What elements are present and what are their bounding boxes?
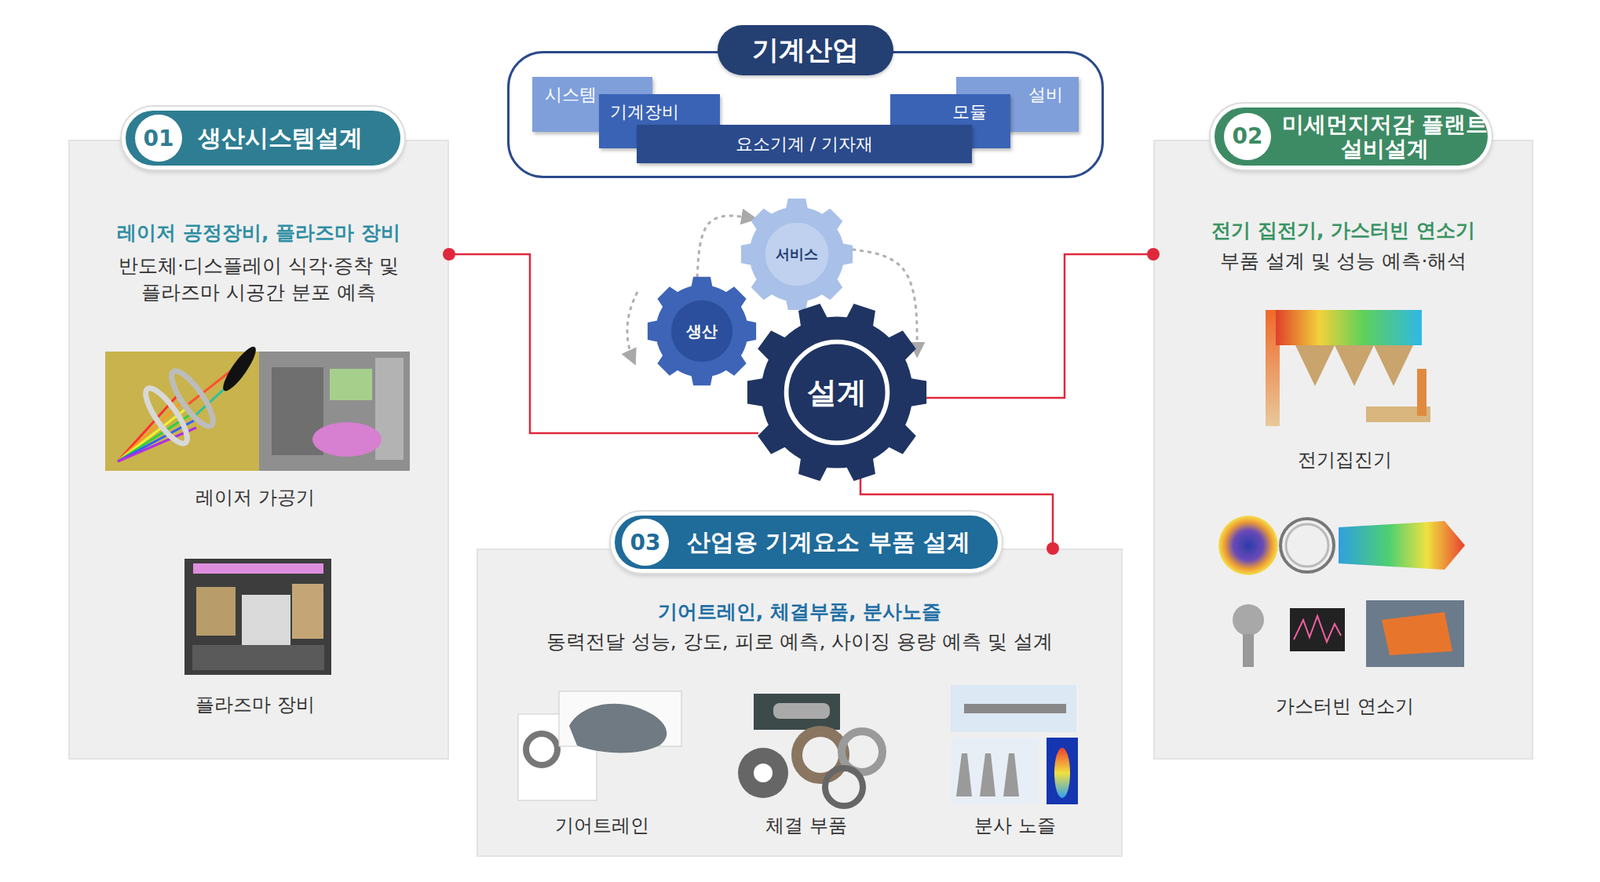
industry-frame: 기계산업시스템기계장비모듈설비요소기계 / 기자재: [507, 51, 1104, 179]
image-caption: 가스터빈 연소기: [1275, 694, 1414, 720]
step-circle: 01: [135, 114, 183, 162]
panel-heading: 생산시스템설계: [197, 122, 363, 155]
gear-label: 설계: [807, 372, 867, 413]
image-caption: 전기집진기: [1297, 447, 1392, 473]
panel-subtitle: 레이저 공정장비, 플라즈마 장비: [82, 219, 435, 246]
panel-heading: 미세먼지저감 플랜트설비설계: [1282, 112, 1488, 162]
design-panel: 기어트레인, 체결부품, 분사노즐동력전달 성능, 강도, 피로 예측, 사이징…: [476, 548, 1123, 858]
production-gear: 생산: [646, 276, 757, 387]
panel-description: 부품 설계 및 성능 예측·해석: [1173, 248, 1513, 275]
link-line: [924, 254, 1154, 399]
step-number: 01: [143, 125, 175, 152]
section-title: 기계산업: [717, 25, 894, 76]
image-caption: 플라즈마 장비: [195, 692, 315, 718]
link-line: [449, 254, 759, 434]
design-panel: 레이저 공정장비, 플라즈마 장비반도체·디스플레이 식각·증착 및 플라즈마 …: [68, 139, 450, 760]
image-caption: 기어트레인: [555, 813, 650, 839]
layer-block: 요소기계 / 기자재: [636, 124, 972, 164]
panel-description: 반도체·디스플레이 식각·증착 및 플라즈마 시공간 분포 예측: [109, 252, 409, 307]
panel-heading: 산업용 기계요소 부품 설계: [686, 526, 971, 559]
image-caption: 분사 노즐: [974, 813, 1056, 839]
step-circle: 03: [621, 518, 669, 567]
step-circle: 02: [1223, 113, 1272, 161]
panel-heading-pill: 미세먼지저감 플랜트설비설계 02: [1210, 103, 1492, 170]
layer-label: 기계장비: [610, 100, 680, 125]
step-number: 02: [1232, 124, 1264, 149]
panel-description: 동력전달 성능, 강도, 피로 예측, 사이징 용량 예측 및 설계: [493, 628, 1106, 656]
gear-label: 생산: [686, 321, 718, 343]
gear-label: 서비스: [775, 244, 819, 264]
panel-heading-pill: 산업용 기계요소 부품 설계 03: [610, 511, 1002, 574]
panel-heading-pill: 생산시스템설계 01: [121, 106, 405, 170]
panel-subtitle: 전기 집전기, 가스터빈 연소기: [1167, 217, 1520, 244]
cycle-arrow: [627, 292, 638, 363]
layer-label: 요소기계 / 기자재: [735, 132, 874, 157]
layer-label: 모듈: [952, 100, 987, 125]
design-gear: 설계: [746, 302, 928, 483]
layer-label: 시스템: [544, 83, 597, 107]
layer-label: 설비: [1028, 83, 1064, 107]
service-gear: 서비스: [740, 197, 854, 311]
image-caption: 체결 부품: [765, 813, 848, 839]
panel-subtitle: 기어트레인, 체결부품, 분사노즐: [490, 599, 1109, 625]
image-caption: 레이저 가공기: [195, 485, 315, 511]
step-number: 03: [630, 529, 662, 556]
